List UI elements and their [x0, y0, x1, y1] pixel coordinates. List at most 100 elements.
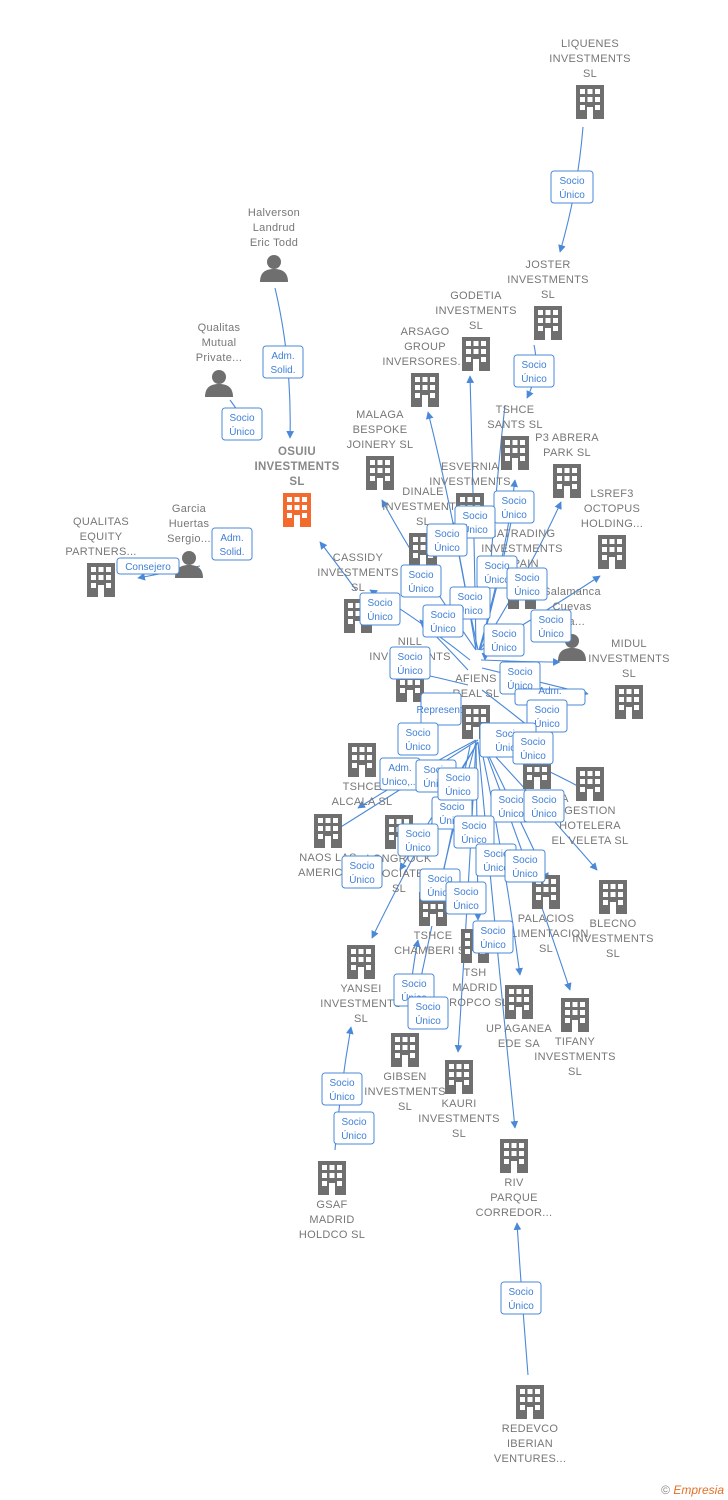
relation-label[interactable]: Represent. — [417, 692, 466, 726]
building-icon — [500, 1139, 528, 1173]
relation-label-text: Único — [457, 604, 483, 617]
relation-label-box — [513, 354, 555, 388]
brand-logo-text[interactable]: Empresia — [673, 1483, 724, 1497]
node-garcia[interactable]: GarciaHuertasSergio... — [167, 503, 211, 578]
node-label: CASSIDY — [333, 552, 384, 564]
relation-label[interactable]: Adm.Solid. — [262, 345, 304, 379]
node-label: INVESTMENTS — [254, 461, 339, 473]
relation-label-text: Único — [329, 1090, 355, 1103]
relation-label-text: Socio — [427, 874, 452, 885]
node-qualitas-mp[interactable]: QualitasMutualPrivate... — [196, 322, 242, 397]
node-label: REDEVCO — [502, 1423, 559, 1435]
relation-label[interactable]: Adm.Solid. — [211, 527, 253, 561]
node-label: MADRID — [452, 982, 497, 994]
building-icon — [561, 998, 589, 1032]
node-label: MADRID — [309, 1214, 354, 1226]
node-label: CORREDOR... — [476, 1207, 553, 1219]
relation-label-box — [445, 881, 487, 915]
person-icon — [205, 370, 233, 397]
relation-label-box — [341, 855, 383, 889]
relation-label-text: Único — [349, 873, 375, 886]
node-lsref3[interactable]: LSREF3OCTOPUSHOLDING... — [581, 488, 643, 569]
node-label: TSHCE — [343, 781, 382, 793]
relation-label-text: Socio — [501, 496, 526, 507]
relation-label-text: Socio — [439, 802, 464, 813]
building-icon — [576, 85, 604, 119]
relation-label-text: Único — [405, 740, 431, 753]
node-label: UP AGANEA — [486, 1023, 552, 1035]
relation-label-text: Socio — [531, 795, 556, 806]
relation-label[interactable]: Consejero — [116, 557, 180, 575]
node-label: SL — [469, 320, 483, 332]
node-label: LIQUENES — [561, 38, 619, 50]
node-label: ASOCIATES — [367, 868, 432, 880]
node-redevco[interactable]: REDEVCOIBERIANVENTURES... — [494, 1385, 566, 1465]
node-label: HOLDCO SL — [299, 1229, 365, 1241]
relation-label[interactable]: Adm.Unico,... — [379, 757, 421, 791]
node-label: CHAMBERI SL — [394, 945, 472, 957]
node-arsago[interactable]: ARSAGOGROUPINVERSORES... — [382, 326, 467, 407]
node-riv[interactable]: RIVPARQUECORREDOR... — [476, 1139, 553, 1219]
node-qualitas-ep[interactable]: QUALITASEQUITYPARTNERS... — [65, 516, 136, 597]
relation-label-text: Adm. — [538, 686, 561, 697]
node-label: INVESTMENTS — [435, 305, 517, 317]
relation-label-text: Único — [559, 188, 585, 201]
node-label: AFIENS — [455, 673, 497, 685]
